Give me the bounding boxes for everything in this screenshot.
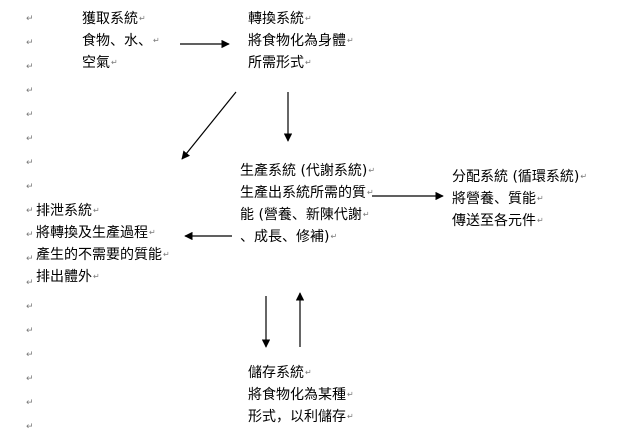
paragraph-mark: ↵ (26, 14, 34, 24)
production-system-box: 生產系統 (代謝系統)↵ 生產出系統所需的質↵ 能 (營養、新陳代謝↵ 、成長、… (240, 160, 375, 248)
excretion-system-box: 排泄系統↵ 將轉換及生產過程↵ 產生的不需要的質能↵ 排出體外↵ (36, 200, 170, 288)
storage-line: 將食物化為某種↵ (248, 387, 354, 403)
acquisition-line: 空氣↵ (82, 55, 118, 71)
conversion-title: 轉換系統↵ (248, 11, 312, 27)
paragraph-mark: ↵ (26, 278, 34, 288)
paragraph-mark: ↵ (26, 158, 34, 168)
excretion-line: 產生的不需要的質能↵ (36, 247, 170, 263)
acquisition-line: 食物、水、↵ (82, 33, 160, 49)
acquisition-title: 獲取系統↵ (82, 11, 146, 27)
paragraph-mark: ↵ (26, 86, 34, 96)
arrow-conversion-to-excretion (181, 91, 237, 160)
paragraph-mark: ↵ (26, 302, 34, 312)
paragraph-mark: ↵ (26, 422, 34, 432)
conversion-line: 所需形式↵ (248, 55, 312, 71)
production-line: 生產出系統所需的質↵ (240, 185, 374, 201)
paragraph-mark: ↵ (26, 398, 34, 408)
paragraph-mark: ↵ (26, 230, 34, 240)
paragraph-mark: ↵ (26, 374, 34, 384)
storage-title: 儲存系統↵ (248, 365, 312, 381)
distribution-line: 傳送至各元件↵ (452, 213, 544, 229)
acquisition-system-box: 獲取系統↵ 食物、水、↵ 空氣↵ (82, 8, 160, 74)
storage-system-box: 儲存系統↵ 將食物化為某種↵ 形式，以利儲存↵ (248, 362, 354, 428)
excretion-line: 將轉換及生產過程↵ (36, 225, 156, 241)
conversion-system-box: 轉換系統↵ 將食物化為身體↵ 所需形式↵ (248, 8, 354, 74)
distribution-system-box: 分配系統 (循環系統)↵ 將營養、質能↵ 傳送至各元件↵ (452, 166, 587, 232)
distribution-line: 將營養、質能↵ (452, 191, 544, 207)
conversion-line: 將食物化為身體↵ (248, 33, 354, 49)
paragraph-mark: ↵ (26, 326, 34, 336)
production-title: 生產系統 (代謝系統)↵ (240, 163, 376, 179)
excretion-line: 排出體外↵ (36, 269, 100, 285)
paragraph-mark: ↵ (26, 182, 34, 192)
paragraph-mark: ↵ (26, 62, 34, 72)
excretion-title: 排泄系統↵ (36, 203, 100, 219)
production-line: 、成長、修補)↵ (240, 229, 338, 245)
production-line: 能 (營養、新陳代謝↵ (240, 207, 370, 223)
paragraph-mark: ↵ (26, 134, 34, 144)
paragraph-mark: ↵ (26, 254, 34, 264)
paragraph-mark: ↵ (26, 38, 34, 48)
paragraph-mark: ↵ (26, 206, 34, 216)
storage-line: 形式，以利儲存↵ (248, 409, 354, 425)
paragraph-mark: ↵ (26, 350, 34, 360)
paragraph-mark: ↵ (26, 110, 34, 120)
distribution-title: 分配系統 (循環系統)↵ (452, 169, 588, 185)
